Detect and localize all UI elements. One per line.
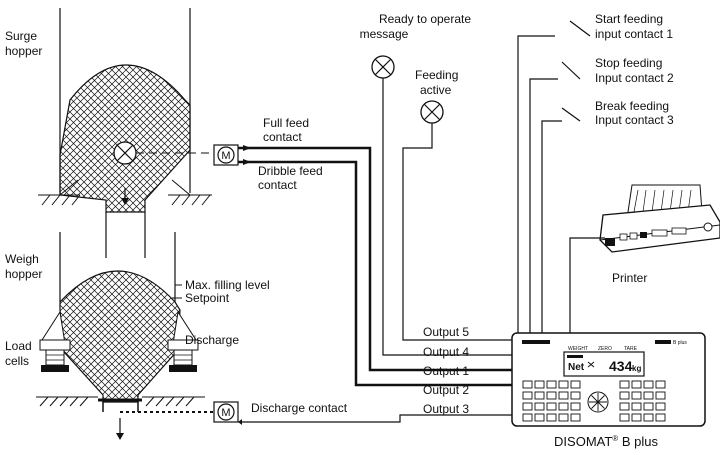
- surge-hopper-label-2: hopper: [5, 44, 42, 58]
- dribble-feed-label-1: Dribble feed: [258, 164, 323, 178]
- surge-hopper-label-1: Surge: [5, 29, 37, 43]
- load-cells-label-1: Load: [5, 339, 32, 353]
- ready-label-2: message: [360, 27, 409, 41]
- svg-text:TARE: TARE: [624, 346, 638, 352]
- feeding-label-2: active: [420, 83, 452, 97]
- dribble-feed-wire: [238, 160, 512, 387]
- weigh-flow-arrow-icon: [116, 433, 124, 440]
- device-dial-icon: [587, 391, 609, 413]
- load-cell-left: [39, 339, 71, 372]
- weigh-hopper-ground: [36, 396, 205, 407]
- display-unit: kg: [632, 364, 641, 373]
- discharge-contact-label: Discharge contact: [251, 401, 348, 415]
- discharge-motor-icon: M: [213, 401, 239, 423]
- svg-text:ZERO: ZERO: [598, 346, 612, 352]
- input2-label-2: Input contact 2: [595, 71, 674, 85]
- input2-label-1: Stop feeding: [595, 56, 662, 70]
- weigh-hopper-label-2: hopper: [5, 267, 42, 281]
- input3-label-2: Input contact 3: [595, 113, 674, 127]
- surge-hopper: Surge hopper: [5, 8, 212, 258]
- feeding-lamp: [420, 100, 444, 124]
- feed-motor-letter: M: [221, 150, 230, 162]
- feed-motor-icon: M: [213, 144, 239, 166]
- input3-label-1: Break feeding: [595, 99, 669, 113]
- printer-icon: [599, 184, 720, 253]
- feeding-label-1: Feeding: [415, 68, 458, 82]
- full-feed-label-1: Full feed: [263, 116, 309, 130]
- ready-lamp: [371, 55, 395, 79]
- svg-text:B plus: B plus: [673, 340, 687, 346]
- output3-label: Output 3: [423, 402, 469, 416]
- full-feed-label-2: contact: [263, 130, 302, 144]
- svg-text:WEIGHT: WEIGHT: [568, 346, 588, 352]
- surge-hopper-hatching: [38, 194, 212, 206]
- weigh-hopper: Weigh hopper Load cells Max. filling lev…: [5, 232, 270, 440]
- printer-wire: [569, 237, 605, 333]
- input-contacts: [517, 20, 591, 333]
- discharge-level-label: Discharge: [185, 333, 239, 347]
- surge-flow-arrow-icon: [121, 198, 129, 205]
- device-keypad-right: [619, 380, 666, 422]
- display-net: Net: [568, 362, 585, 373]
- input1-label-1: Start feeding: [595, 12, 663, 26]
- disomat-device: B plus WEIGHT ZERO TARE Net 434 kg: [511, 332, 706, 427]
- printer-label: Printer: [612, 271, 647, 285]
- device-name: DISOMAT® B plus: [554, 434, 658, 449]
- load-cell-right: [167, 339, 199, 372]
- output5-label: Output 5: [423, 325, 469, 339]
- device-keypad-left: [522, 380, 581, 422]
- discharge-motor-letter: M: [221, 407, 230, 419]
- load-cells-label-2: cells: [5, 354, 29, 368]
- full-feed-wire: [238, 146, 512, 372]
- max-fill-label: Max. filling level: [185, 278, 270, 292]
- output1-label: Output 1: [423, 364, 469, 378]
- output-labels: Output 5 Output 4 Output 1 Output 2 Outp…: [423, 325, 469, 416]
- output4-label: Output 4: [423, 345, 469, 359]
- dribble-feed-label-2: contact: [258, 178, 297, 192]
- output2-label: Output 2: [423, 383, 469, 397]
- input1-label-2: input contact 1: [595, 27, 673, 41]
- ready-label-1: Ready to operate: [379, 12, 471, 26]
- weigh-hopper-label-1: Weigh: [5, 252, 39, 266]
- device-display: [563, 351, 645, 377]
- display-value: 434: [609, 358, 633, 374]
- discharge-contact-wire: [242, 414, 512, 423]
- output4-wire: [402, 123, 512, 341]
- output5-wire: [382, 78, 512, 356]
- setpoint-label: Setpoint: [185, 291, 230, 305]
